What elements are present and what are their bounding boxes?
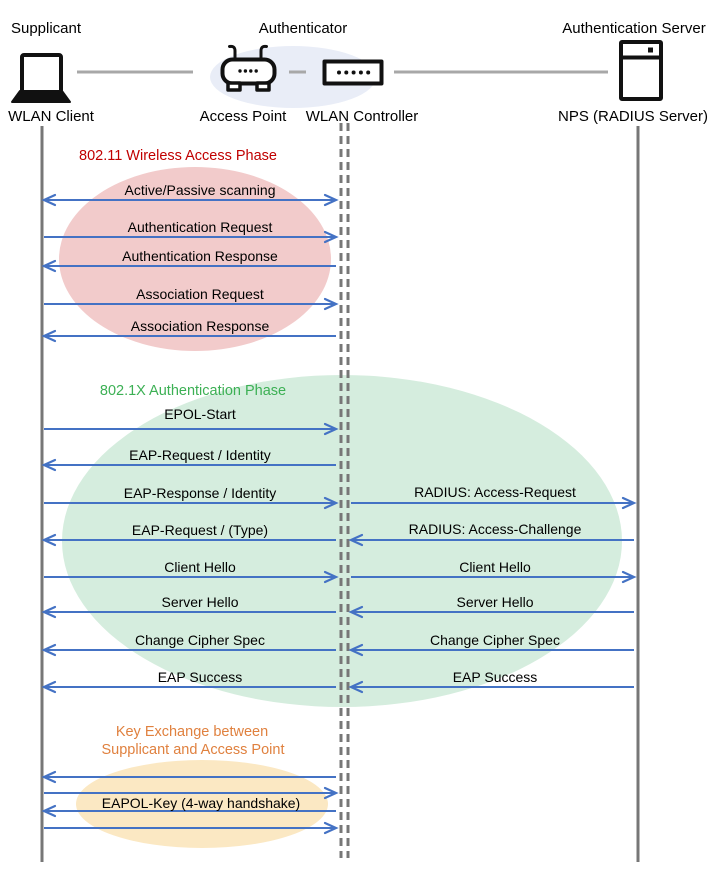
message-label-eap-success-right: EAP Success <box>453 669 538 685</box>
message-label-authentication-response: Authentication Response <box>122 248 278 264</box>
message-label-client-hello-left: Client Hello <box>164 559 236 575</box>
message-label-server-hello-right: Server Hello <box>456 594 533 610</box>
actor-name-wlan-client: WLAN Client <box>8 108 95 125</box>
message-label-eap-success-left: EAP Success <box>158 669 243 685</box>
message-label-radius-access-request: RADIUS: Access-Request <box>414 484 576 500</box>
actor-role-authentication-server: Authentication Server <box>562 20 705 37</box>
actor-name-wlan-controller: WLAN Controller <box>306 108 419 125</box>
actor-name-nps-radius-server: NPS (RADIUS Server) <box>558 108 708 125</box>
message-label-client-hello-right: Client Hello <box>459 559 531 575</box>
phase2-title: 802.1X Authentication Phase <box>100 383 286 399</box>
message-label-change-cipher-spec-right: Change Cipher Spec <box>430 632 560 648</box>
message-label-association-response: Association Response <box>131 318 270 334</box>
wlan-controller-icon <box>322 59 384 86</box>
message-label-epol-start: EPOL-Start <box>164 406 236 422</box>
message-label-eap-response-identity: EAP-Response / Identity <box>124 485 277 501</box>
phase3-title-line1: Key Exchange between <box>116 724 268 740</box>
phase3-highlight-ellipse <box>76 760 328 848</box>
message-label-eap-request-type: EAP-Request / (Type) <box>132 522 268 538</box>
message-label-radius-access-challenge: RADIUS: Access-Challenge <box>409 521 582 537</box>
actor-name-access-point: Access Point <box>200 108 288 125</box>
server-icon <box>619 40 663 101</box>
message-label-server-hello-left: Server Hello <box>161 594 238 610</box>
actor-role-authenticator: Authenticator <box>259 20 347 37</box>
message-label-eapol-key: EAPOL-Key (4-way handshake) <box>102 795 300 811</box>
access-point-icon <box>220 44 277 92</box>
message-label-eap-request-identity: EAP-Request / Identity <box>129 447 271 463</box>
message-label-association-request: Association Request <box>136 286 264 302</box>
actor-role-supplicant: Supplicant <box>11 20 82 37</box>
phase1-title: 802.11 Wireless Access Phase <box>79 148 277 164</box>
message-label-authentication-request: Authentication Request <box>128 219 273 235</box>
message-label-scanning: Active/Passive scanning <box>125 182 276 198</box>
laptop-icon <box>11 53 71 103</box>
phase3-title-line2: Supplicant and Access Point <box>102 742 285 758</box>
message-label-change-cipher-spec-left: Change Cipher Spec <box>135 632 265 648</box>
